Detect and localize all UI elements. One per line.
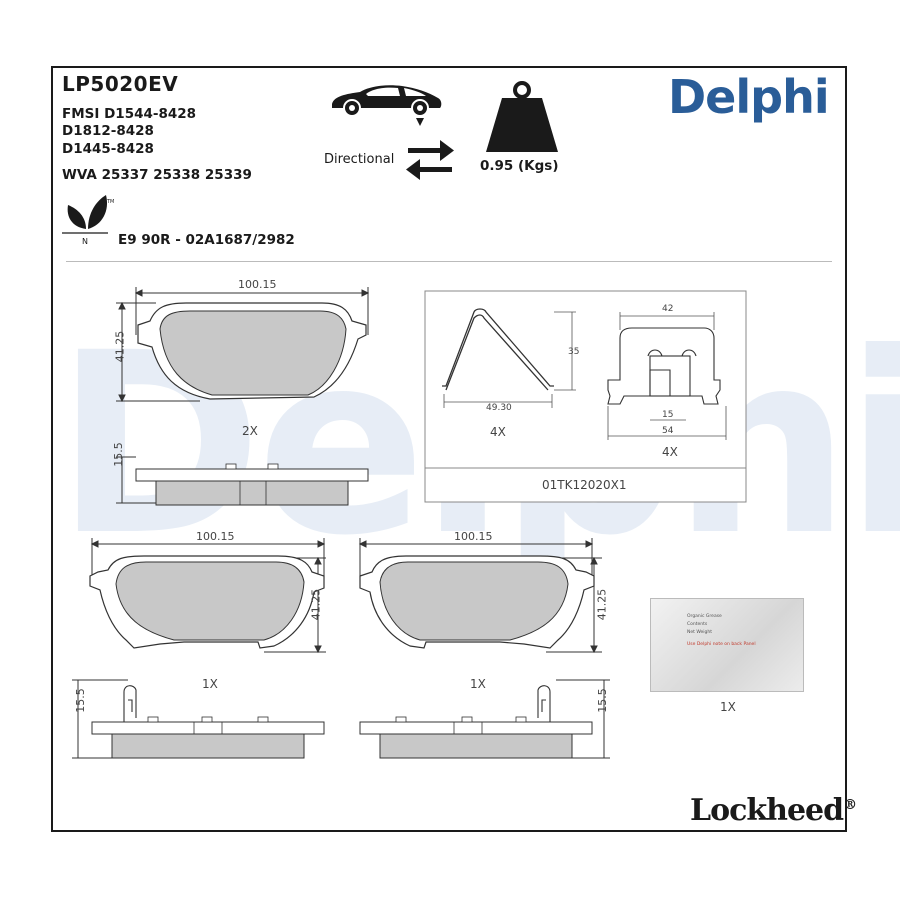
weight-value: 0.95 (Kgs) [480,158,559,174]
directional-arrows-icon [406,140,454,180]
left-pad-thickness: 15.5 [73,688,87,713]
spring-width: 49.30 [486,403,512,413]
left-pad-height: 41.25 [309,588,323,621]
left-pad-quantity: 1X [202,677,218,691]
kit-code: 01TK12020X1 [542,478,627,492]
wva-reference: WVA 25337 25338 25339 [62,167,252,183]
grease-line: Use Delphi note on back Panel [687,642,756,647]
car-front-axle-icon [332,85,442,126]
grease-quantity: 1X [720,700,736,714]
clip-quantity: 4X [662,445,678,459]
clip-inner-width: 15 [662,410,673,420]
grease-line: Net Weight [687,630,713,635]
accessory-kit-drawing: 49.30 35 4X 42 15 54 4X 01TK12020X1 [424,290,747,503]
fmsi-reference: FMSI D1544-8428 [62,106,197,122]
lockheed-name: Lockheed [690,793,844,828]
eco-leaf-icon: N TM [62,195,114,245]
right-pad-width: 100.15 [454,530,493,543]
part-number: LP5020EV [62,72,179,96]
lockheed-logo: Lockheed® [690,793,857,828]
top-pad-drawing: 2X [116,287,370,506]
spec-sheet-frame [51,66,847,832]
fmsi-reference: D1812-8428 [62,123,154,139]
right-pad-quantity: 1X [470,677,486,691]
fmsi-reference: D1445-8428 [62,141,154,157]
right-pad-height: 41.25 [595,588,609,621]
spring-height: 35 [568,347,579,357]
eco-mark-tm: TM [106,199,114,205]
grease-line: Contents [687,622,708,627]
weight-icon [486,81,558,152]
grease-sachet: Organic Grease Contents Net Weight Use D… [650,598,804,692]
delphi-logo: Delphi [668,70,830,124]
left-pad-drawing: 1X [72,538,326,759]
clip-width: 42 [662,304,673,314]
header-divider [66,261,832,262]
approval-number: E9 90R - 02A1687/2982 [118,232,295,248]
top-pad-height: 41.25 [113,330,127,363]
top-pad-quantity: 2X [242,424,258,438]
right-pad-drawing: 1X [358,538,610,759]
top-pad-thickness: 15.5 [111,442,125,467]
right-pad-thickness: 15.5 [595,688,609,713]
lockheed-registered-mark: ® [843,797,857,813]
grease-line: Organic Grease [687,614,722,619]
top-pad-width: 100.15 [238,278,277,291]
clip-base-width: 54 [662,426,674,436]
eco-mark-letter: N [82,237,88,245]
left-pad-width: 100.15 [196,530,235,543]
directional-label: Directional [324,152,395,167]
spring-quantity: 4X [490,425,506,439]
